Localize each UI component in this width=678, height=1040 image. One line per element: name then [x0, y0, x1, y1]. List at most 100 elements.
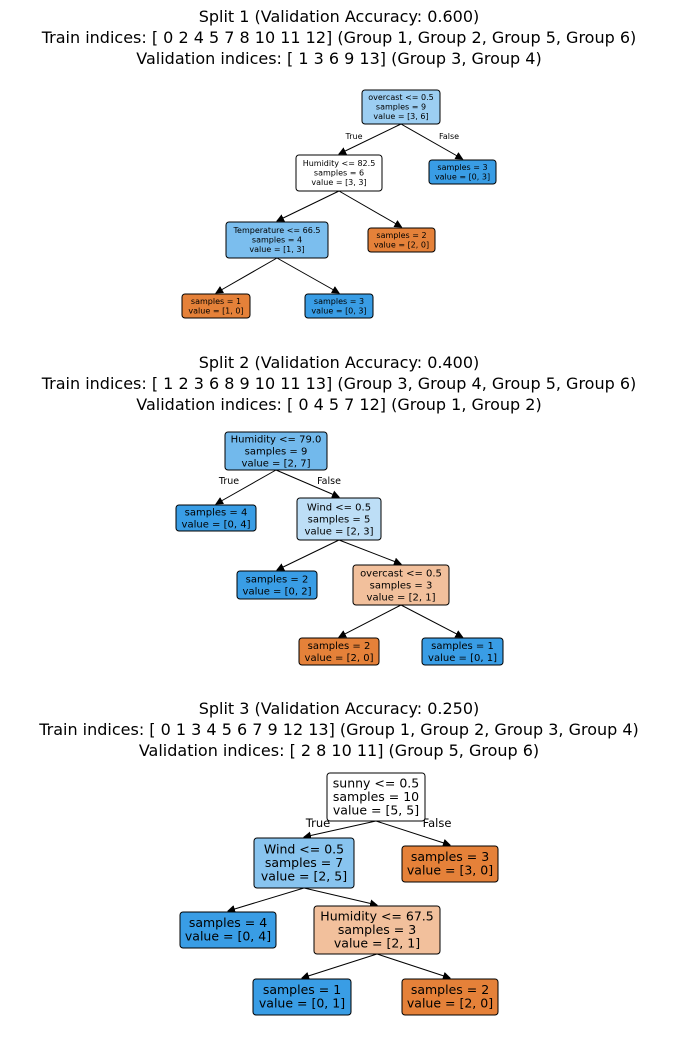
tree-edge	[338, 604, 402, 638]
tree-node-text: samples = 4	[185, 507, 248, 518]
tree-node-box	[313, 905, 441, 955]
tree-node-box	[401, 845, 499, 883]
tree-node-text: overcast <= 0.5	[368, 93, 433, 102]
tree-node-box	[326, 772, 426, 822]
tree-edge	[276, 257, 340, 294]
tree-node-box	[179, 911, 277, 949]
tree-node-box	[236, 570, 318, 600]
split-1-validation-indices: Validation indices: [ 1 3 6 9 13] (Group…	[136, 49, 542, 68]
tree-node-box	[421, 637, 504, 666]
tree-edge	[400, 123, 464, 160]
tree-node-text: samples = 3	[437, 163, 487, 172]
tree-edge	[301, 953, 378, 980]
tree-node-text: value = [0, 4]	[185, 929, 271, 944]
tree-edge	[227, 887, 305, 913]
tree-edge	[338, 539, 402, 566]
tree-node-text: overcast <= 0.5	[360, 568, 442, 579]
tree-node-box	[253, 837, 355, 889]
tree-edge	[276, 190, 340, 222]
tree-edge	[215, 257, 278, 294]
tree-node-text: value = [2, 1]	[334, 935, 420, 950]
tree-edge	[338, 123, 402, 155]
tree-node-text: Temperature <= 66.5	[233, 226, 321, 235]
tree-node-box	[181, 293, 251, 319]
tree-edge	[215, 469, 277, 505]
tree-node-text: value = [2, 7]	[242, 458, 311, 469]
split-3-train-indices: Train indices: [ 0 1 3 4 5 6 7 9 12 13] …	[39, 720, 639, 739]
tree-node-text: value = [0, 2]	[243, 586, 312, 597]
tree-node-text: value = [1, 3]	[249, 245, 304, 254]
tree-node-text: value = [0, 4]	[182, 519, 251, 530]
tree-node-box	[175, 504, 257, 532]
tree-node-text: samples = 5	[308, 514, 371, 525]
split-1-title-line-1: Split 1 (Validation Accuracy: 0.600)	[198, 7, 480, 26]
false-branch-label: False	[423, 816, 452, 830]
tree-node-text: samples = 3	[314, 297, 364, 306]
split-1-train-indices: Train indices: [ 0 2 4 5 7 8 10 11 12] (…	[41, 28, 637, 47]
true-branch-label: True	[345, 132, 363, 141]
false-branch-label: False	[439, 132, 459, 141]
tree-node-text: value = [0, 1]	[259, 996, 345, 1011]
true-branch-label: True	[218, 476, 239, 487]
tree-node-box	[361, 89, 441, 125]
tree-node-text: Humidity <= 67.5	[320, 908, 433, 923]
tree-node-text: samples = 9	[376, 103, 426, 112]
tree-node-text: samples = 6	[314, 169, 364, 178]
tree-node-box	[298, 637, 380, 666]
tree-node-text: samples = 9	[245, 446, 308, 457]
tree-node-text: value = [2, 1]	[367, 592, 436, 603]
tree-node-text: Wind <= 0.5	[264, 841, 344, 856]
tree-node-text: value = [5, 5]	[333, 802, 419, 817]
tree-node-text: samples = 3	[370, 580, 433, 591]
tree-edge	[400, 604, 464, 638]
tree-node-text: value = [0, 3]	[435, 172, 490, 181]
tree-node-text: Wind <= 0.5	[307, 502, 371, 513]
tree-node-text: samples = 2	[246, 574, 309, 585]
tree-node-box	[367, 227, 436, 253]
tree-node-box	[304, 293, 374, 319]
tree-node-text: samples = 1	[431, 641, 494, 652]
tree-node-text: sunny <= 0.5	[333, 775, 419, 790]
split-2-title-line-1: Split 2 (Validation Accuracy: 0.400)	[198, 353, 480, 372]
tree-node-box	[401, 978, 499, 1016]
tree-node-text: samples = 3	[411, 849, 489, 864]
split-3-title: Split 3 (Validation Accuracy: 0.250) Tra…	[0, 698, 678, 761]
tree-node-text: samples = 1	[191, 297, 241, 306]
tree-node-box	[295, 154, 383, 192]
tree-edge	[303, 887, 378, 908]
tree-edge	[275, 469, 340, 498]
tree-edge	[375, 820, 451, 847]
tree-node-text: samples = 7	[265, 855, 343, 870]
tree-node-text: Humidity <= 82.5	[303, 159, 376, 168]
tree-node-text: samples = 3	[338, 922, 416, 937]
tree-node-text: value = [2, 0]	[407, 996, 493, 1011]
tree-node-text: Humidity <= 79.0	[231, 434, 322, 445]
split-3-title-line-1: Split 3 (Validation Accuracy: 0.250)	[198, 699, 480, 718]
true-branch-label: True	[305, 816, 330, 830]
tree-node-text: value = [2, 0]	[374, 240, 429, 249]
tree-node-text: samples = 1	[263, 982, 341, 997]
tree-node-text: value = [0, 3]	[311, 306, 366, 315]
tree-node-text: value = [2, 5]	[261, 868, 347, 883]
tree-node-text: value = [3, 0]	[407, 863, 493, 878]
tree-node-text: value = [2, 0]	[305, 653, 374, 664]
tree-node-text: value = [0, 1]	[428, 653, 497, 664]
tree-node-text: samples = 2	[376, 231, 426, 240]
